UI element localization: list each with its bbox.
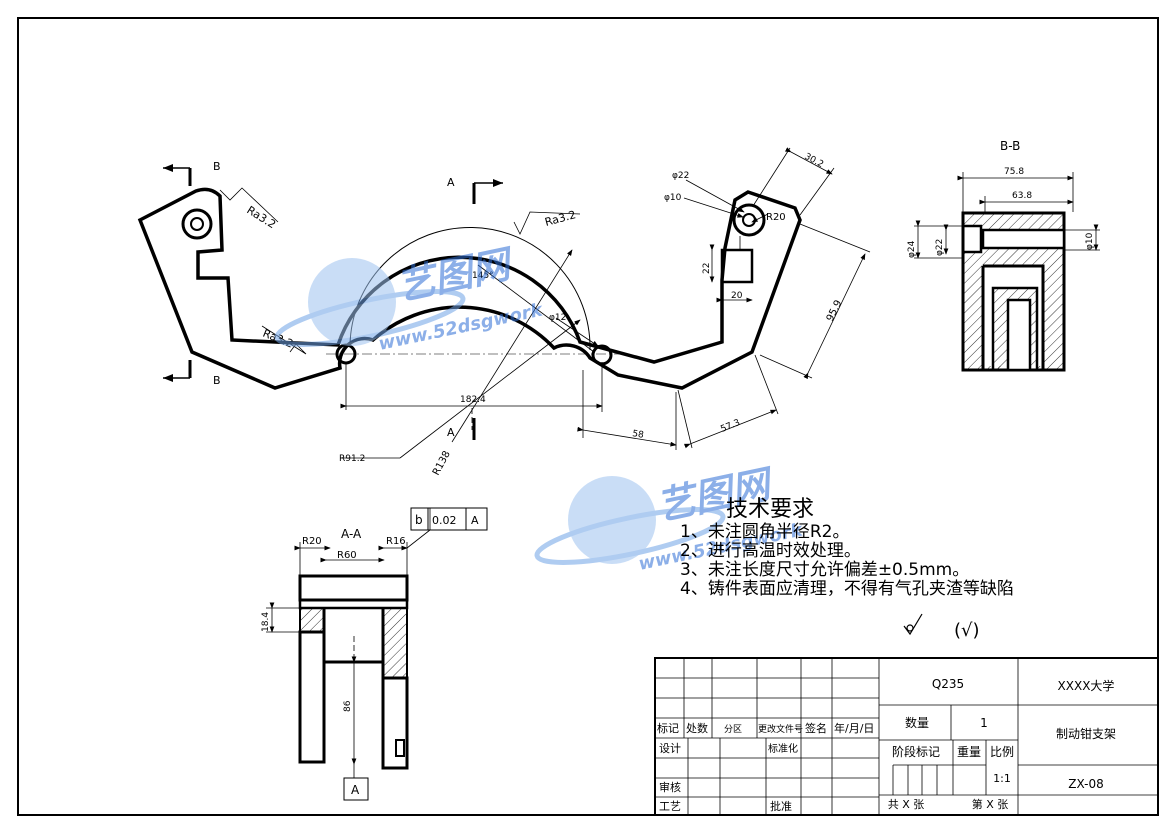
- svg-text:艺图网: 艺图网: [393, 241, 519, 309]
- tb-qty-label: 数量: [905, 715, 929, 730]
- notes-title: 技术要求: [726, 497, 815, 522]
- tb-material: Q235: [932, 677, 964, 691]
- lug: [720, 248, 754, 284]
- roughness-left: Ra3.2: [244, 204, 278, 232]
- tb-sheets-total: 共 X 张: [888, 798, 925, 811]
- view-bb-title: B-B: [1000, 139, 1020, 153]
- radius-inner-dim: R91.2: [339, 454, 365, 464]
- note-item-3: 3、未注长度尺寸允许偏差±0.5mm。: [680, 560, 970, 580]
- tb-header-date: 年/月/日: [834, 721, 874, 735]
- bb-phi22: φ22: [935, 239, 945, 256]
- technical-notes: 技术要求 1、未注圆角半径R2。 2、进行高温时效处理。 3、未注长度尺寸允许偏…: [680, 497, 1100, 599]
- tb-scale-label: 比例: [990, 745, 1014, 759]
- tolerance-datum: A: [471, 514, 479, 527]
- aa-h86: 86: [343, 700, 353, 712]
- tb-stage-label: 阶段标记: [892, 744, 940, 759]
- aa-r20: R20: [302, 536, 322, 547]
- tb-drawing-no: ZX-08: [1068, 777, 1103, 791]
- tb-header-change: 更改文件号: [758, 723, 803, 735]
- tolerance-value: 0.02: [432, 514, 457, 527]
- diag-57-dim: 57.3: [719, 418, 741, 435]
- hole-left-inner: [190, 217, 204, 231]
- tb-design: 设计: [659, 742, 681, 755]
- tolerance-symbol: b: [415, 513, 423, 527]
- view-aa: [266, 507, 488, 801]
- hole-left-outer: [181, 208, 213, 240]
- hole-phi12-dim: φ12: [549, 313, 566, 323]
- section-mark-b-bottom: B: [213, 374, 221, 387]
- tb-sheet-no: 第 X 张: [972, 797, 1009, 811]
- tb-weight-label: 重量: [957, 745, 981, 759]
- section-mark-a-bottom: A: [447, 426, 455, 439]
- tb-standard: 标准化: [768, 742, 798, 755]
- hole-right-outer: [732, 203, 766, 237]
- note-item-4: 4、铸件表面应清理，不得有气孔夹渣等缺陷: [680, 579, 1014, 599]
- tb-process: 工艺: [659, 800, 681, 813]
- tb-approve: 批准: [770, 799, 792, 813]
- r20-dim: R20: [766, 212, 786, 223]
- lug-20-dim: 20: [731, 291, 743, 301]
- horiz-58-dim: 58: [632, 429, 645, 441]
- datum-box-label: A: [351, 783, 360, 797]
- tb-header-sign: 签名: [805, 721, 827, 735]
- aa-h18: 18.4: [261, 612, 271, 632]
- aa-r60: R60: [337, 550, 357, 561]
- roughness-middle: Ra3.2: [543, 208, 577, 229]
- section-mark-b-top: B: [213, 160, 221, 173]
- radius-outer-dim: R138: [431, 449, 453, 477]
- section-mark-a-top: A: [447, 176, 455, 189]
- view-bb: [914, 172, 1100, 372]
- aa-r16: R16: [386, 536, 406, 547]
- tb-qty-value: 1: [980, 716, 988, 730]
- top-30-dim: 30.2: [803, 152, 825, 170]
- general-roughness-mark: (√): [954, 620, 980, 641]
- diag-95-dim: 95.9: [825, 298, 845, 323]
- note-item-2: 2、进行高温时效处理。: [680, 541, 861, 561]
- tb-header-zone: 分区: [724, 724, 742, 735]
- tb-part-name: 制动钳支架: [1056, 727, 1116, 741]
- tb-review: 审核: [659, 780, 681, 794]
- hole-right-inner: [742, 213, 756, 227]
- lug-22-dim: 22: [702, 263, 712, 274]
- width-dim: 182.4: [460, 395, 486, 405]
- watermark-1: 艺图网 www.52dsgwork: [274, 241, 545, 355]
- bb-phi10: φ10: [1085, 232, 1095, 250]
- phi22-dim: φ22: [672, 171, 689, 181]
- main-view: [137, 147, 871, 459]
- bb-width-75: 75.8: [1004, 167, 1024, 177]
- angle-dim: 145°: [472, 271, 494, 281]
- general-roughness: [903, 613, 923, 636]
- title-block: [654, 657, 1159, 816]
- tb-header-mark: 标记: [657, 721, 679, 735]
- view-aa-title: A-A: [341, 527, 362, 541]
- bb-width-63: 63.8: [1012, 191, 1032, 201]
- bb-phi24: φ24: [907, 240, 917, 258]
- note-item-1: 1、未注圆角半径R2。: [680, 522, 850, 542]
- drawing-frame: [17, 17, 1159, 816]
- phi10-dim: φ10: [664, 193, 682, 203]
- tb-school: XXXX大学: [1058, 678, 1115, 693]
- tb-scale-value: 1:1: [993, 772, 1011, 785]
- tb-header-count: 处数: [686, 722, 708, 735]
